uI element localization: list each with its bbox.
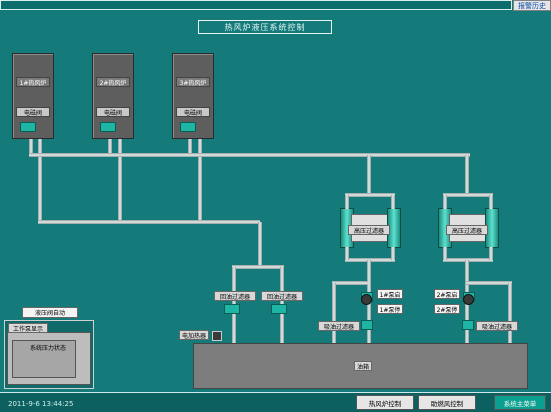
pipe (38, 133, 42, 222)
alarm-history-button[interactable]: 报警历史 (513, 0, 551, 11)
high-pressure-filter-1-label: 高压过滤器 (348, 225, 390, 235)
solenoid-valve-label: 电磁阀 (16, 107, 50, 117)
return-filter-2-label: 回油过滤器 (261, 291, 303, 301)
pipe (466, 281, 512, 285)
pump-1-start-button[interactable]: 1#泵启 (377, 289, 403, 299)
pump-2-start-button[interactable]: 2#泵启 (434, 289, 460, 299)
pipe (198, 133, 202, 222)
pipe (118, 133, 122, 222)
pipe (345, 193, 395, 197)
suction-filter-1 (361, 320, 373, 330)
pipe (443, 193, 493, 197)
high-pressure-filter-2-label: 高压过滤器 (446, 225, 488, 235)
suction-filter-2 (462, 320, 474, 330)
furnace-label: 2#热风炉 (96, 77, 130, 87)
pipe (508, 283, 512, 343)
pipe (29, 133, 33, 155)
datetime-display: 2011-9-6 13:44:25 (8, 400, 74, 408)
pipe (489, 247, 493, 260)
pipe (443, 247, 447, 260)
pressure-header-pipe (29, 153, 470, 157)
suction-filter-2-label: 吸油过滤器 (476, 321, 518, 331)
system-pressure-label: 系统压力状态 (30, 345, 67, 352)
pump-2-stop-button[interactable]: 2#泵停 (434, 304, 460, 314)
pipe (188, 133, 192, 155)
main-menu-button[interactable]: 系统主菜单 (494, 395, 546, 410)
oil-tank-label: 油箱 (354, 361, 372, 371)
pump-1-stop-button[interactable]: 1#泵停 (377, 304, 403, 314)
solenoid-valve-3[interactable] (180, 122, 196, 132)
pipe (489, 195, 493, 209)
pipe (345, 247, 349, 260)
top-status-bar (0, 0, 512, 10)
pipe (367, 155, 371, 195)
return-header-pipe (38, 220, 260, 224)
combustion-fan-control-button[interactable]: 助燃风控制 (418, 395, 476, 410)
working-pump-display: 工作泵显示 (8, 323, 48, 333)
pipe (345, 195, 349, 209)
hydraulic-valve-auto-button[interactable]: 液压阀自动 (22, 307, 78, 318)
pipe (258, 222, 262, 267)
pipe (108, 133, 112, 155)
solenoid-valve-label: 电磁阀 (176, 107, 210, 117)
pipe (443, 195, 447, 209)
system-pressure-status: 系统压力状态 (12, 340, 76, 378)
solenoid-valve-2[interactable] (100, 122, 116, 132)
furnace-1: 1#热风炉 电磁阀 (12, 53, 54, 139)
pipe (232, 265, 284, 269)
furnace-label: 3#热风炉 (176, 77, 210, 87)
solenoid-valve-label: 电磁阀 (96, 107, 130, 117)
solenoid-valve-1[interactable] (20, 122, 36, 132)
return-filter-1-label: 回油过滤器 (214, 291, 256, 301)
pipe (391, 247, 395, 260)
return-filter-2 (271, 304, 287, 314)
hot-blast-control-button[interactable]: 热风炉控制 (356, 395, 414, 410)
return-filter-1 (224, 304, 240, 314)
pipe (391, 195, 395, 209)
pump-1-icon[interactable] (361, 294, 372, 305)
pump-2-icon[interactable] (463, 294, 474, 305)
suction-filter-1-label: 吸油过滤器 (318, 321, 360, 331)
page-title: 热风炉液压系统控制 (198, 20, 332, 34)
pipe (332, 281, 368, 285)
pipe (332, 283, 336, 343)
electric-heater-label: 电加热器 (179, 330, 209, 340)
pipe (465, 155, 469, 195)
electric-heater-icon[interactable] (212, 331, 222, 341)
furnace-label: 1#热风炉 (16, 77, 50, 87)
